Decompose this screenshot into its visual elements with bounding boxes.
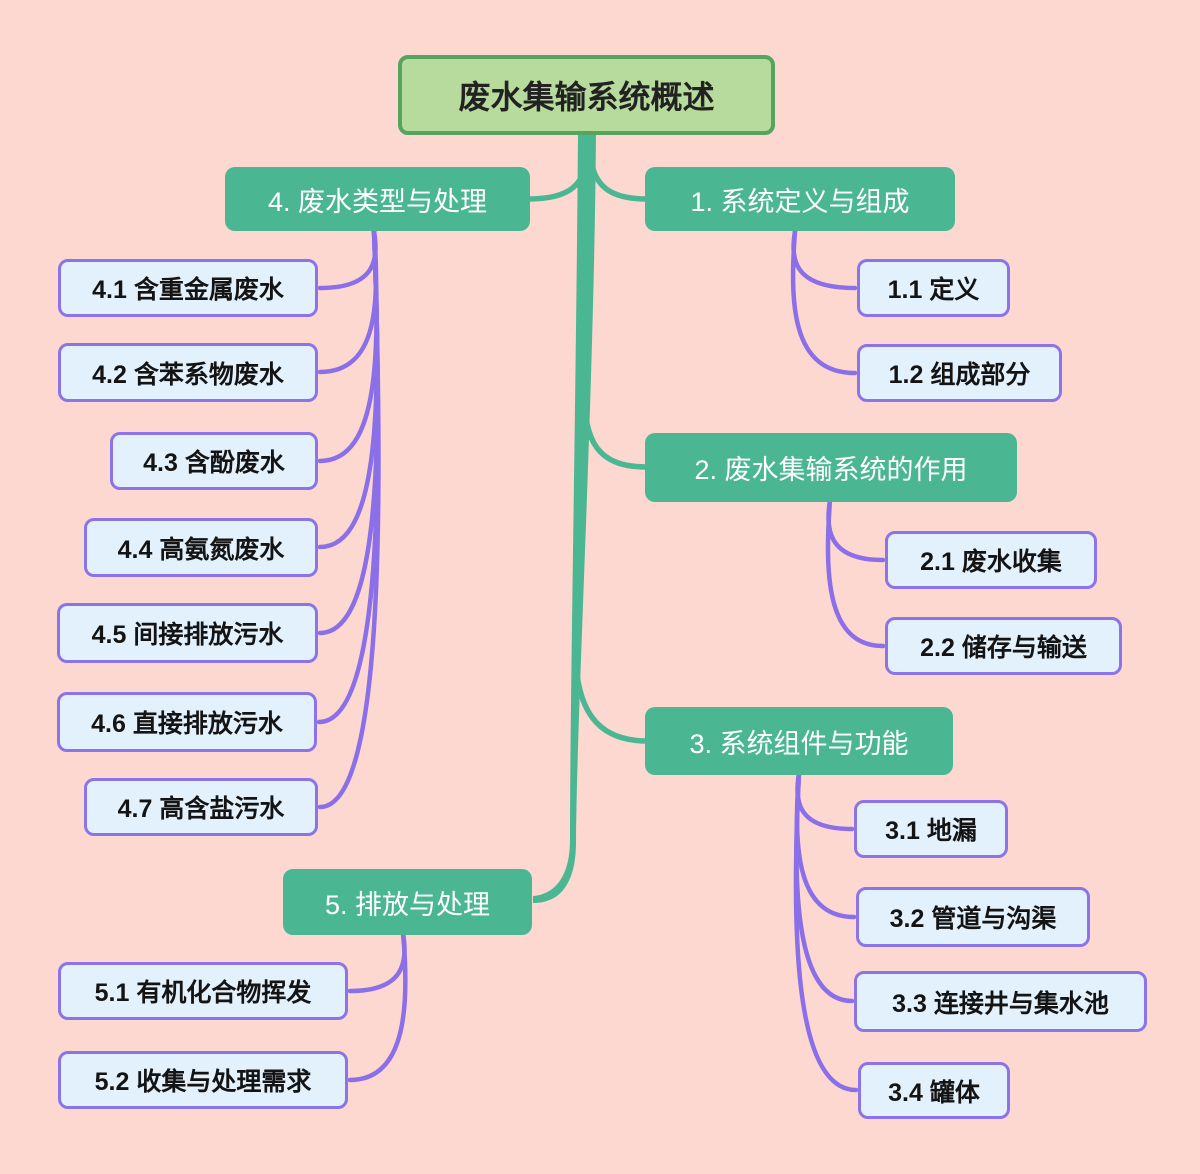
connector-branch5-child-5-1 xyxy=(347,930,407,994)
child-node-4-7[interactable]: 4.7 高含盐污水 xyxy=(84,778,318,836)
connector-branch4-child-4-1 xyxy=(317,228,378,291)
child-node-4-3[interactable]: 4.3 含酚废水 xyxy=(110,432,318,490)
child-node-4-2[interactable]: 4.2 含苯系物废水 xyxy=(58,343,318,402)
connector-branch4-child-4-2 xyxy=(317,228,379,375)
connector-branch2-child-2-1 xyxy=(826,497,886,563)
branch-node-5[interactable]: 5. 排放与处理 xyxy=(283,869,532,935)
connector-root-branch-2 xyxy=(581,382,650,470)
connector-branch3-child-3-4 xyxy=(793,770,859,1093)
child-node-4-5[interactable]: 4.5 间接排放污水 xyxy=(57,603,318,663)
child-node-2-2[interactable]: 2.2 储存与输送 xyxy=(885,617,1122,675)
connector-branch4-child-4-3 xyxy=(317,228,379,464)
branch-node-3[interactable]: 3. 系统组件与功能 xyxy=(645,707,953,775)
connector-trunk xyxy=(533,133,596,903)
child-node-3-4[interactable]: 3.4 罐体 xyxy=(858,1062,1010,1119)
child-node-3-3[interactable]: 3.3 连接井与集水池 xyxy=(854,971,1147,1032)
connector-root-branch-1 xyxy=(587,143,650,202)
connector-branch2-child-2-2 xyxy=(825,497,886,649)
connector-branch3-child-3-1 xyxy=(795,770,855,832)
child-node-2-1[interactable]: 2.1 废水收集 xyxy=(885,531,1097,589)
child-node-4-1[interactable]: 4.1 含重金属废水 xyxy=(58,259,318,317)
connector-branch4-child-4-7 xyxy=(317,228,381,810)
connector-branch3-child-3-3 xyxy=(794,770,855,1004)
connector-branch1-child-1-1 xyxy=(791,228,858,291)
connector-branch4-child-4-4 xyxy=(317,228,380,550)
child-node-5-1[interactable]: 5.1 有机化合物挥发 xyxy=(58,962,348,1020)
connector-root-branch-3 xyxy=(572,637,650,744)
child-node-1-2[interactable]: 1.2 组成部分 xyxy=(857,344,1062,402)
root-node[interactable]: 废水集输系统概述 xyxy=(398,55,775,135)
connector-branch5-child-5-2 xyxy=(347,930,408,1083)
connector-branch1-child-1-2 xyxy=(790,228,858,376)
branch-node-2[interactable]: 2. 废水集输系统的作用 xyxy=(645,433,1017,502)
child-node-5-2[interactable]: 5.2 收集与处理需求 xyxy=(58,1051,348,1109)
branch-node-1[interactable]: 1. 系统定义与组成 xyxy=(645,167,955,231)
child-node-3-1[interactable]: 3.1 地漏 xyxy=(854,800,1008,858)
child-node-3-2[interactable]: 3.2 管道与沟渠 xyxy=(856,887,1090,947)
connector-branch3-child-3-2 xyxy=(794,770,857,920)
connector-root-branch-4 xyxy=(525,143,591,202)
child-node-4-6[interactable]: 4.6 直接排放污水 xyxy=(57,692,317,752)
child-node-1-1[interactable]: 1.1 定义 xyxy=(857,259,1010,317)
connector-branch4-child-4-5 xyxy=(317,228,380,636)
branch-node-4[interactable]: 4. 废水类型与处理 xyxy=(225,167,530,231)
child-node-4-4[interactable]: 4.4 高氨氮废水 xyxy=(84,518,318,577)
